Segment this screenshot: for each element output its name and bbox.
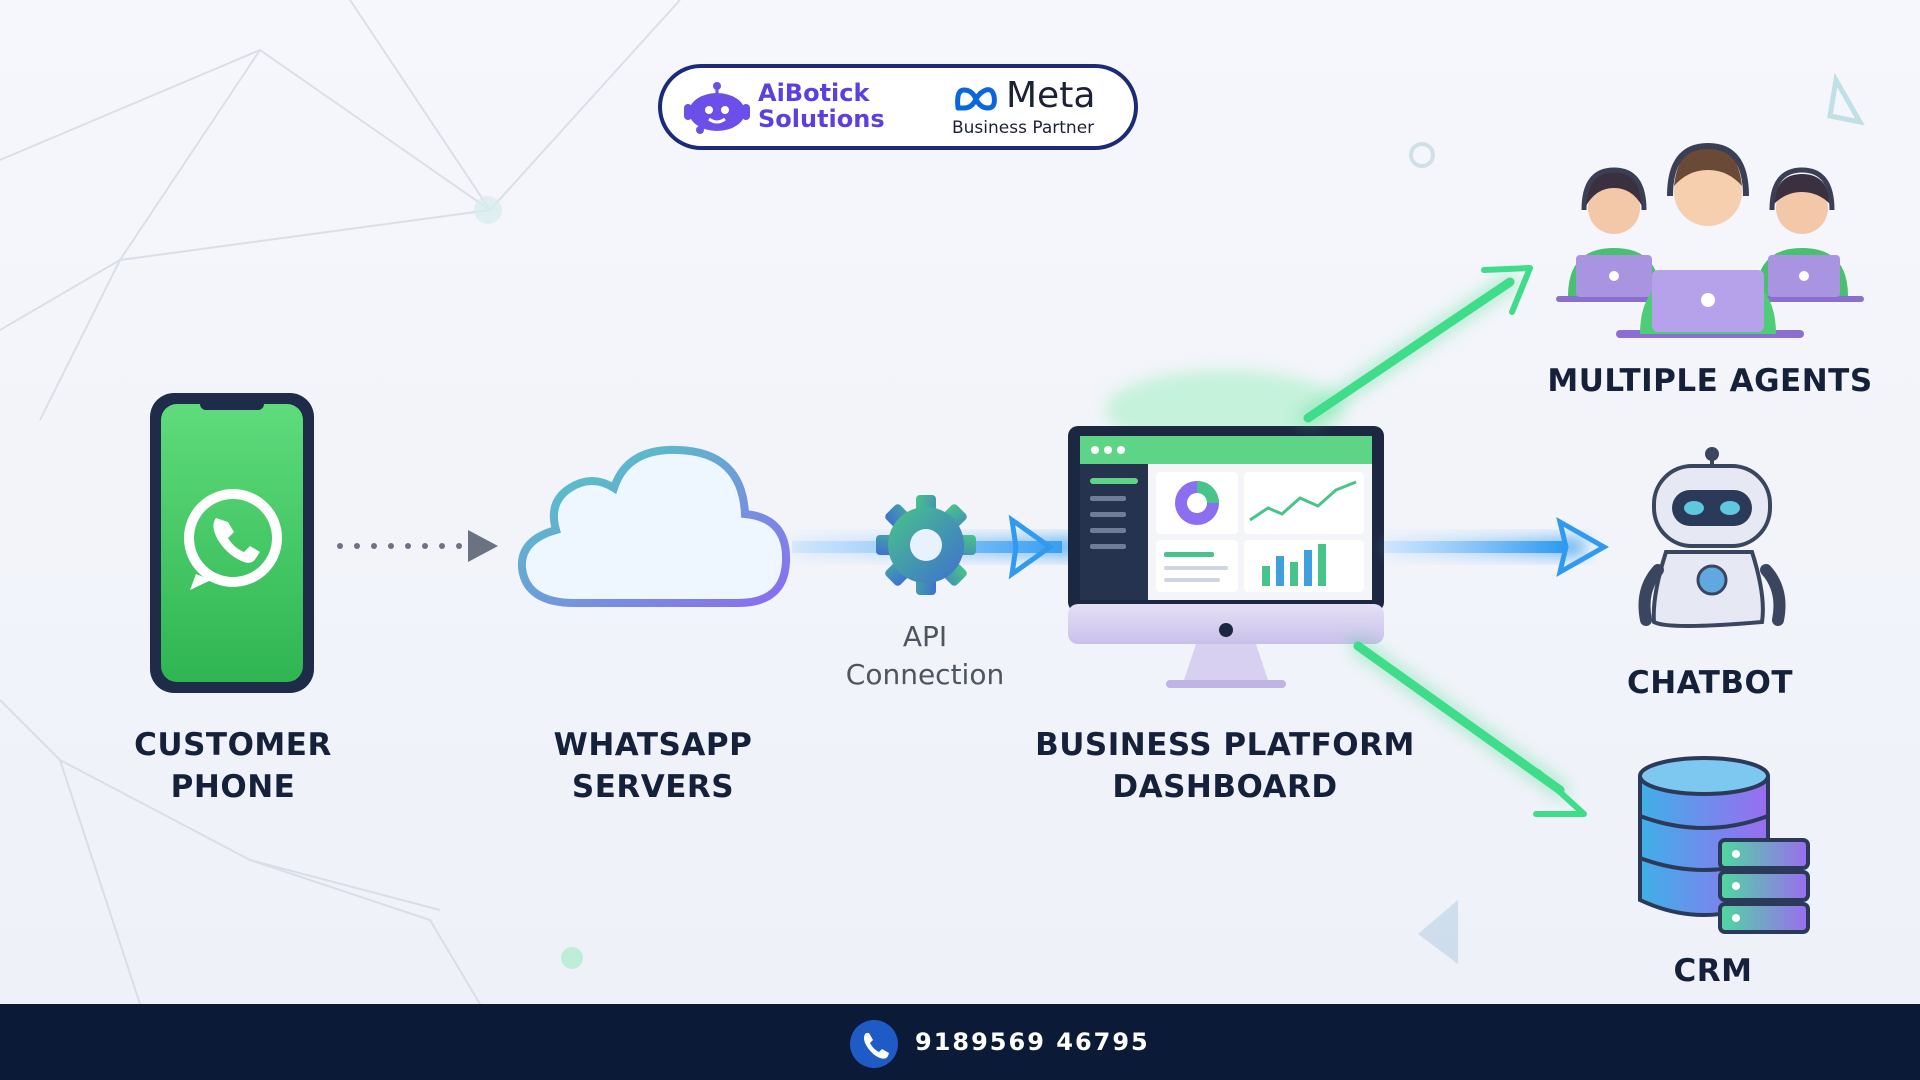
arrow-head-icon	[1008, 514, 1055, 580]
cloud-icon	[517, 445, 791, 607]
api-caption-line2: Connection	[845, 658, 1005, 691]
label-customer-phone: CUSTOMER PHONE	[134, 727, 332, 805]
smartphone-icon	[150, 393, 314, 693]
phone-number[interactable]: 9189569 46795	[915, 1028, 1150, 1056]
meta-logo-icon	[955, 87, 997, 111]
arrow-to-crm	[1349, 637, 1587, 817]
label-whatsapp-servers: WHATSAPP SERVERS	[553, 727, 753, 805]
api-connection-caption: API Connection	[800, 618, 1050, 694]
gear-icon	[876, 495, 976, 595]
api-caption-line1: API	[902, 620, 948, 653]
diagram-graphics	[0, 0, 1865, 1004]
logo-badge: AiBotick Solutions Meta Business Partner	[658, 64, 1138, 150]
chatbot-robot-icon	[1638, 447, 1786, 628]
footer-bar: 9189569 46795	[0, 1004, 1920, 1080]
label-business-platform: BUSINESS PLATFORM DASHBOARD	[1035, 727, 1415, 805]
database-icon	[1638, 756, 1810, 934]
phone-icon[interactable]	[850, 1020, 898, 1068]
label-crm: CRM	[1673, 953, 1753, 989]
label-chatbot: CHATBOT	[1626, 665, 1794, 701]
label-multiple-agents: MULTIPLE AGENTS	[1547, 363, 1873, 399]
arrow-to-chatbot	[1384, 516, 1610, 578]
dotted-arrow	[337, 530, 498, 562]
dashboard-monitor-icon	[1068, 370, 1384, 688]
arrow-to-agents	[1299, 265, 1533, 427]
robot-logo-icon	[684, 82, 750, 134]
meta-wordmark: Meta	[1006, 75, 1096, 116]
diagram-canvas: AiBotick Solutions Meta Business Partner…	[0, 0, 1920, 1004]
meta-subtitle: Business Partner	[952, 118, 1095, 138]
brand-name: AiBotick Solutions	[758, 79, 885, 133]
agents-icon	[1556, 142, 1864, 338]
background-network-lines	[0, 0, 681, 1004]
